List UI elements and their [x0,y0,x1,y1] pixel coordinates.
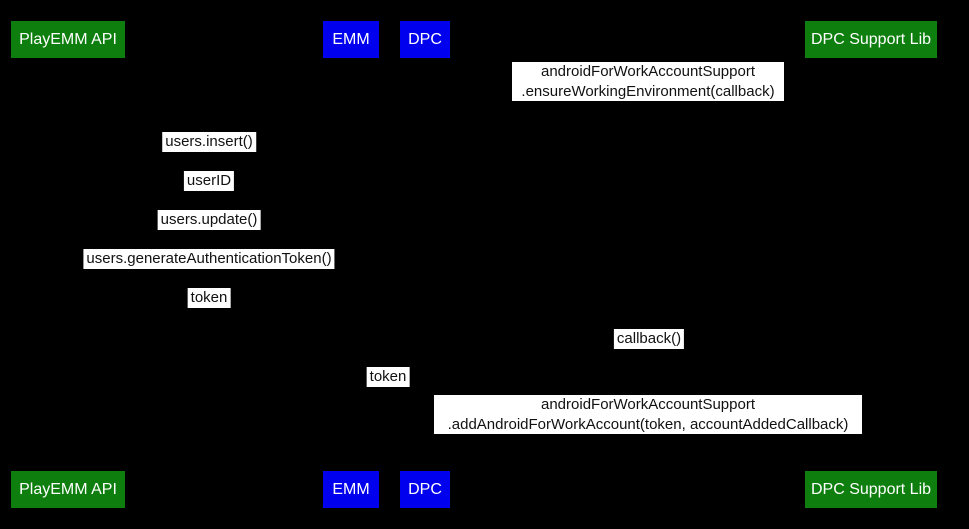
message-callback: callback() [613,329,685,349]
message-token-to-playemm: token [187,288,231,308]
message-users-update: users.update() [157,210,261,230]
message-ensure-working-environment: androidForWorkAccountSupport .ensureWork… [512,62,784,101]
message-line: androidForWorkAccountSupport [541,63,755,80]
actor-dpc-top: DPC [400,21,450,58]
message-line: users.update() [160,211,258,228]
message-users-insert: users.insert() [162,132,256,152]
message-token-to-dpc: token [366,367,410,387]
actor-emm-bottom: EMM [323,471,379,508]
message-line: token [369,368,407,385]
message-line: users.generateAuthenticationToken() [86,250,332,267]
actor-dpc-support-lib-top: DPC Support Lib [805,21,937,58]
message-line: androidForWorkAccountSupport [541,396,755,413]
actor-playemm-api-top: PlayEMM API [11,21,125,58]
message-line: token [190,289,228,306]
actor-playemm-api-bottom: PlayEMM API [11,471,125,508]
message-line: callback() [616,330,682,347]
message-line: .addAndroidForWorkAccount(token, account… [447,415,849,433]
message-userid: userID [183,171,235,191]
actor-emm-top: EMM [323,21,379,58]
message-line: userID [186,172,232,189]
message-line: .ensureWorkingEnvironment(callback) [521,82,775,100]
message-line: users.insert() [165,133,253,150]
actor-dpc-bottom: DPC [400,471,450,508]
actor-dpc-support-lib-bottom: DPC Support Lib [805,471,937,508]
message-add-android-for-work-account: androidForWorkAccountSupport .addAndroid… [434,395,862,434]
message-generate-authentication-token: users.generateAuthenticationToken() [83,249,335,269]
